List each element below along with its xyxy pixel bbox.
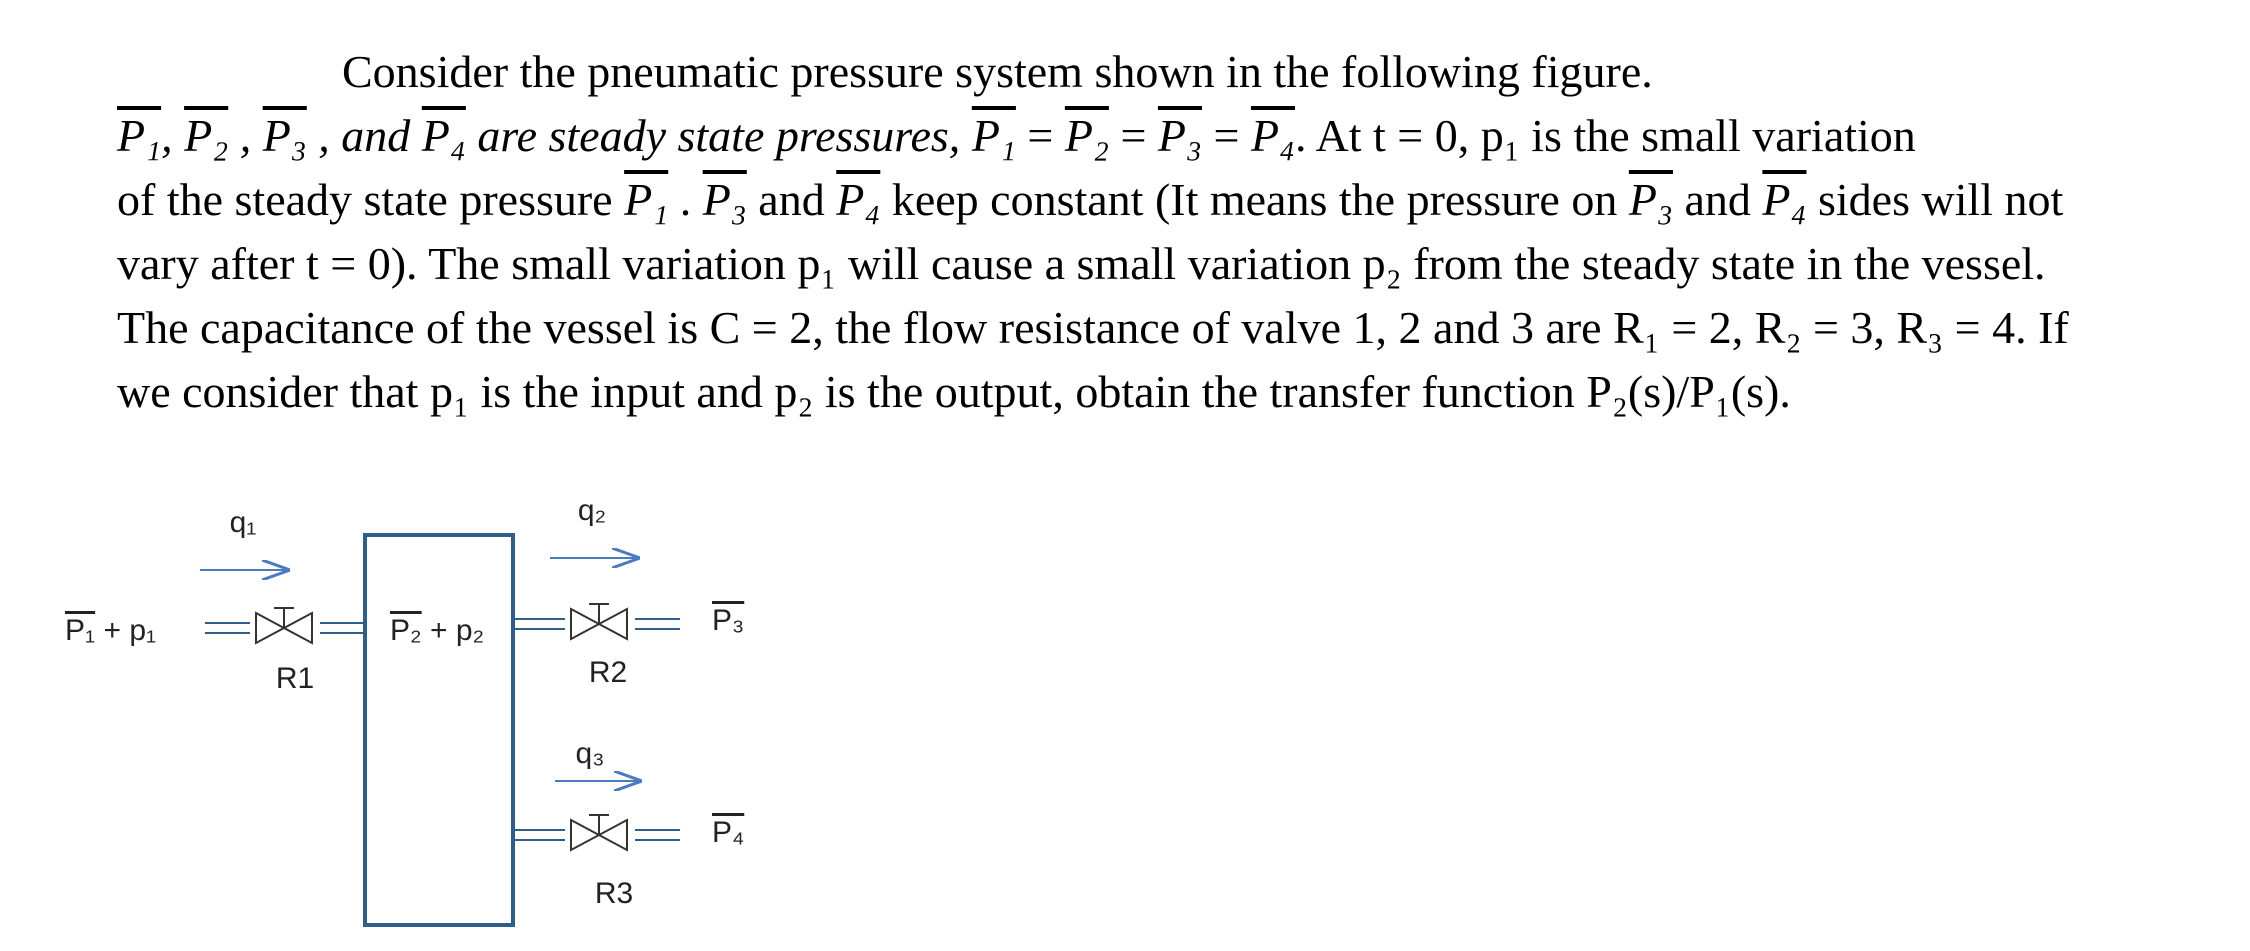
line3-p1: P₁ bbox=[624, 174, 669, 225]
line3-a: of the steady state pressure bbox=[117, 174, 625, 225]
problem-line-5: The capacitance of the vessel is C = 2, … bbox=[117, 302, 2069, 353]
valve-r2-icon bbox=[565, 603, 635, 642]
line2-tail: . At t = 0, p₁ is the small variation bbox=[1295, 110, 1916, 161]
vessel-pbar: P₂ bbox=[390, 614, 422, 647]
problem-line-6: we consider that p₁ is the input and p₂ … bbox=[117, 366, 1791, 417]
eq-sign: = bbox=[1120, 110, 1147, 161]
label-r2: R2 bbox=[589, 656, 627, 689]
line3-p3: P₃ bbox=[702, 174, 747, 225]
label-vessel-pressure: P₂ + p₂ bbox=[390, 614, 484, 647]
symbol-p4-bar: P₄ bbox=[421, 110, 466, 161]
inlet-p: + p₁ bbox=[95, 614, 156, 647]
problem-statement: Consider the pneumatic pressure system s… bbox=[117, 40, 2227, 424]
and-word: and bbox=[1684, 174, 1751, 225]
label-p4: P₄ bbox=[712, 816, 744, 849]
problem-line-3: of the steady state pressure P₁ . P₃ and… bbox=[117, 168, 2227, 232]
eq-sign: = bbox=[1213, 110, 1240, 161]
line3-b: keep constant (It means the pressure on bbox=[880, 174, 1629, 225]
inlet-pbar: P₁ bbox=[65, 614, 95, 647]
eq-p4: P₄ bbox=[1250, 110, 1296, 161]
vessel bbox=[363, 533, 515, 927]
label-q2: q₂ bbox=[578, 494, 606, 527]
and-word: and bbox=[758, 174, 825, 225]
line3-p4b: P₄ bbox=[1762, 174, 1807, 225]
eq-p1: P₁ bbox=[971, 110, 1016, 161]
vessel-p: + p₂ bbox=[422, 614, 485, 647]
symbol-p1-bar: P₁ bbox=[117, 110, 162, 161]
line3-p3b: P₃ bbox=[1628, 174, 1673, 225]
problem-line-1: Consider the pneumatic pressure system s… bbox=[342, 46, 1653, 97]
problem-line-4: vary after t = 0). The small variation p… bbox=[117, 238, 2046, 289]
label-r1: R1 bbox=[276, 662, 314, 695]
problem-line-2: P₁, P₂ , P₃ , and P₄ are steady state pr… bbox=[117, 110, 1916, 161]
dot-sep: . bbox=[668, 174, 692, 225]
valve-r1-icon bbox=[250, 607, 320, 646]
label-p3: P₃ bbox=[712, 604, 744, 637]
valve-r3-icon bbox=[565, 814, 635, 853]
label-q3: q₃ bbox=[576, 737, 605, 770]
label-r3: R3 bbox=[595, 877, 633, 910]
symbol-p3-bar: P₃ bbox=[262, 110, 307, 161]
symbol-p2-bar: P₂ bbox=[184, 110, 229, 161]
label-inlet-pressure: P₁ + p₁ bbox=[65, 614, 156, 647]
eq-p3: P₃ bbox=[1157, 110, 1202, 161]
eq-p2: P₂ bbox=[1064, 110, 1109, 161]
label-q1: q₁ bbox=[230, 506, 257, 539]
eq-sign: = bbox=[1027, 110, 1054, 161]
line3-c: sides will not bbox=[1806, 174, 2064, 225]
pneumatic-diagram: q₁ q₂ q₃ P₁ + p₁ P₂ + p₂ P₃ P₄ R1 R2 R3 bbox=[65, 494, 744, 927]
line3-p4: P₄ bbox=[836, 174, 881, 225]
